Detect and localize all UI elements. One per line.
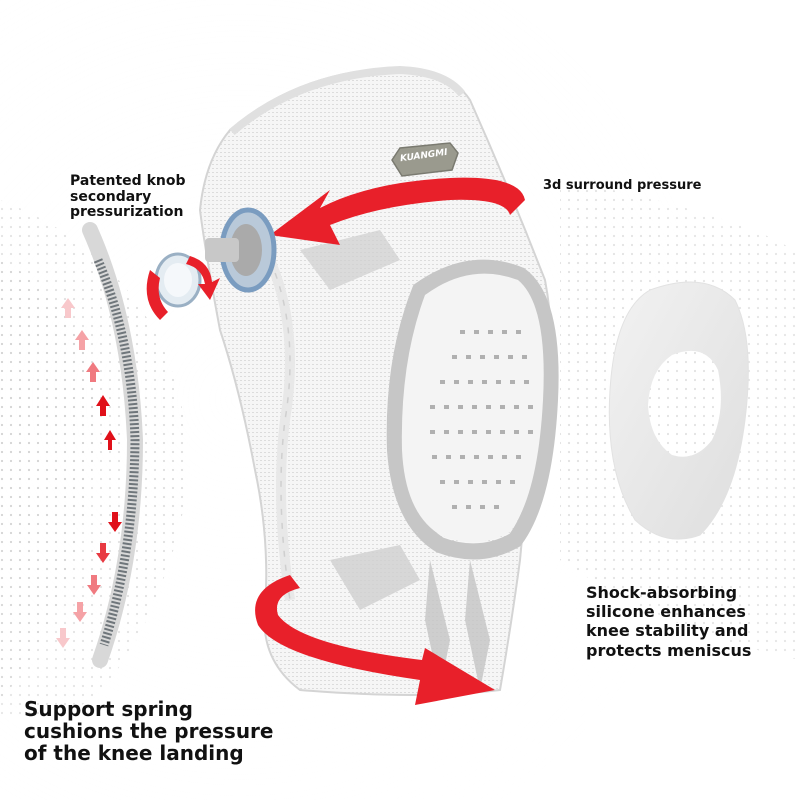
callout-line: Support spring xyxy=(24,697,193,721)
surround-arrow-icon xyxy=(255,575,495,705)
callout-line: pressurization xyxy=(70,204,184,221)
callout-line: protects meniscus xyxy=(586,640,752,660)
callout-line: Shock-absorbing xyxy=(586,583,738,602)
callout-line: cushions the pressure xyxy=(24,719,274,743)
callout-line: secondary xyxy=(70,188,152,205)
rotate-arrow-icon xyxy=(146,256,220,320)
knob-assembly xyxy=(154,207,277,308)
callout-line: 3d surround pressure xyxy=(543,178,702,193)
knee-sleeve xyxy=(198,65,559,696)
kneecap-pad-texture xyxy=(430,330,533,509)
callout-line: silicone enhances xyxy=(586,602,746,622)
callout-line: knee stability and xyxy=(586,621,749,641)
up-arrow-icon xyxy=(61,298,116,450)
callout-line: of the knee landing xyxy=(24,741,244,765)
brand-logo-patch xyxy=(391,142,459,177)
callout-line: Patented knob xyxy=(70,173,186,189)
surround-arrow-icon xyxy=(270,177,525,245)
callout-knob: Patented knob secondary pressurization xyxy=(70,173,186,221)
silicone-pad xyxy=(608,281,749,540)
callout-silicone: Shock-absorbing silicone enhances knee s… xyxy=(586,583,751,660)
down-arrow-icon xyxy=(56,512,122,648)
support-spring xyxy=(82,222,144,668)
callout-surround-pressure: 3d surround pressure xyxy=(543,178,702,194)
callout-spring: Support spring cushions the pressure of … xyxy=(24,698,273,764)
